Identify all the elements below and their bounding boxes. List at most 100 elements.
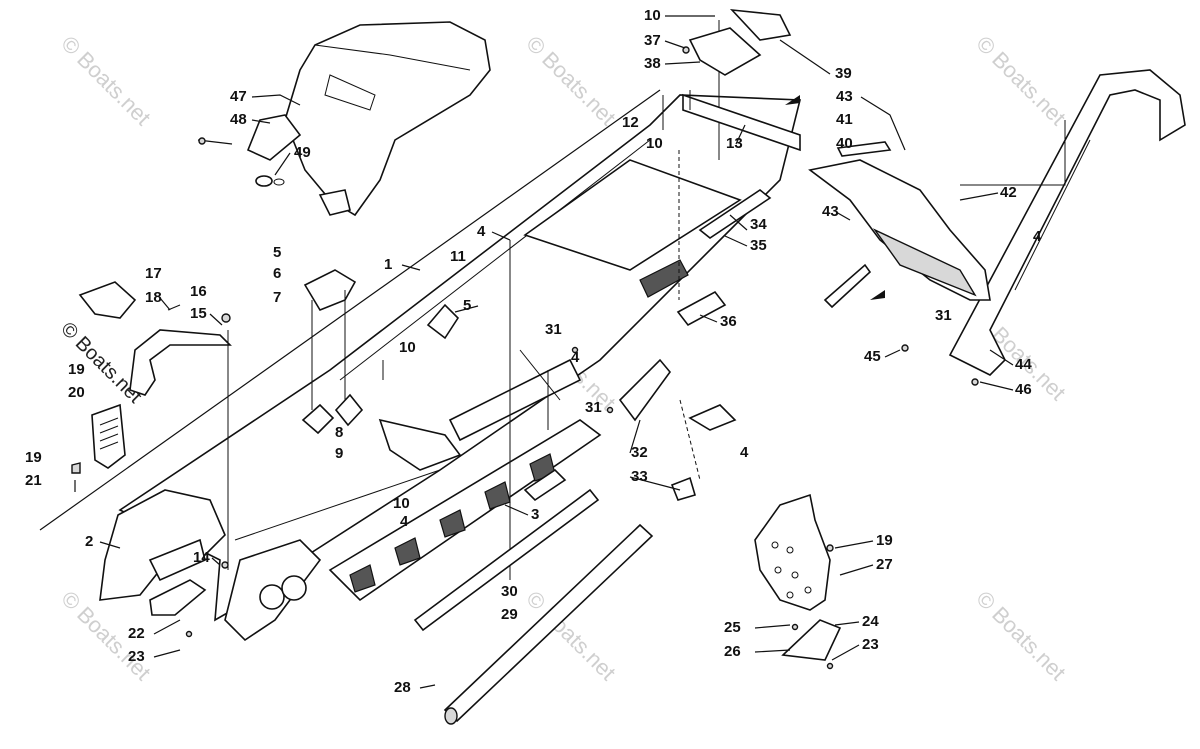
callout-6: 6 — [273, 265, 281, 282]
callout-27: 27 — [876, 556, 893, 573]
callout-7: 7 — [273, 289, 281, 306]
callout-16: 16 — [190, 283, 207, 300]
callout-44: 44 — [1015, 356, 1032, 373]
callout-19: 19 — [876, 532, 893, 549]
callout-4: 4 — [740, 444, 749, 461]
callout-48: 48 — [230, 111, 247, 128]
callout-24: 24 — [862, 613, 879, 630]
seat-washer-49 — [255, 175, 285, 187]
callout-22: 22 — [128, 625, 145, 642]
reference-line — [39, 89, 661, 531]
callout-9: 9 — [335, 445, 343, 462]
skid-plate-part-22 — [149, 579, 207, 616]
bracket-part-41 — [823, 263, 872, 309]
callout-5: 5 — [463, 297, 471, 314]
callout-28: 28 — [394, 679, 411, 696]
callout-11: 11 — [450, 248, 466, 265]
rail-part-29 — [413, 488, 600, 632]
callout-30: 30 — [501, 583, 518, 600]
callout-33: 33 — [631, 468, 648, 485]
tunnel-part — [118, 94, 802, 642]
callout-19: 19 — [25, 449, 42, 466]
callout-10: 10 — [644, 7, 661, 24]
callout-46: 46 — [1015, 381, 1032, 398]
callout-42: 42 — [1000, 184, 1017, 201]
callout-4: 4 — [1033, 228, 1042, 245]
fastener-19-21 — [71, 462, 81, 492]
side-panel-part-20 — [91, 403, 126, 469]
callout-12: 12 — [622, 114, 639, 131]
rear-bumper-part-44 — [948, 69, 1186, 376]
bracket-part-32 — [618, 358, 672, 422]
snowflap-part-42 — [808, 141, 991, 301]
callout-36: 36 — [720, 313, 737, 330]
callout-23: 23 — [128, 648, 145, 665]
callout-4: 4 — [571, 349, 580, 366]
watermark: © Boats.net — [521, 31, 620, 130]
direction-arrow-icon — [785, 95, 800, 105]
callout-35: 35 — [750, 237, 767, 254]
seat-bolt-48 — [197, 137, 233, 145]
callout-10: 10 — [393, 495, 410, 512]
callout-5: 5 — [273, 244, 281, 261]
callout-34: 34 — [750, 216, 767, 233]
callout-39: 39 — [835, 65, 852, 82]
direction-arrow-icon — [870, 290, 885, 300]
callout-43: 43 — [836, 88, 853, 105]
callout-31: 31 — [935, 307, 952, 324]
rod-part-28 — [443, 523, 654, 725]
callout-26: 26 — [724, 643, 741, 660]
reflector-part-34 — [698, 189, 772, 239]
bracket-part-2 — [99, 489, 226, 601]
callout-21: 21 — [25, 472, 42, 489]
callout-31: 31 — [545, 321, 562, 338]
callout-1: 1 — [384, 256, 392, 273]
callout-23: 23 — [862, 636, 879, 653]
callout-17: 17 — [145, 265, 162, 282]
callout-25: 25 — [724, 619, 741, 636]
callout-40: 40 — [836, 135, 853, 152]
footrest-part — [754, 493, 831, 611]
callout-45: 45 — [864, 348, 881, 365]
callout-41: 41 — [836, 111, 853, 128]
foot-pad-part-24 — [781, 619, 842, 661]
callout-layer: 1 2 3 4 4 4 4 4 5 5 6 7 8 9 10 10 10 10 … — [25, 7, 1042, 696]
callout-43: 43 — [822, 203, 839, 220]
mount-pad-5 — [426, 303, 460, 340]
callout-49: 49 — [294, 144, 311, 161]
callout-32: 32 — [631, 444, 648, 461]
callout-47: 47 — [230, 88, 247, 105]
callout-4: 4 — [477, 223, 486, 240]
bracket-part-17 — [78, 281, 137, 319]
callout-29: 29 — [501, 606, 518, 623]
callout-15: 15 — [190, 305, 207, 322]
mount-block-38 — [682, 8, 792, 76]
callout-8: 8 — [335, 424, 343, 441]
seat-part — [246, 21, 491, 217]
callout-3: 3 — [531, 506, 539, 523]
watermark: © Boats.net — [56, 31, 155, 130]
callout-10: 10 — [646, 135, 663, 152]
bracket-part-36 — [676, 290, 727, 327]
callout-38: 38 — [644, 55, 661, 72]
mount-bracket-7 — [303, 269, 357, 311]
callout-leaders — [99, 15, 1014, 689]
watermark: © Boats.net — [971, 31, 1070, 130]
callout-13: 13 — [726, 135, 743, 152]
callout-20: 20 — [68, 384, 85, 401]
callout-31: 31 — [585, 399, 602, 416]
callout-2: 2 — [85, 533, 93, 550]
callout-37: 37 — [644, 32, 661, 49]
chain-part-33 — [670, 399, 737, 501]
callout-14: 14 — [193, 549, 210, 566]
callout-19: 19 — [68, 361, 85, 378]
callout-18: 18 — [145, 289, 162, 306]
watermark: © Boats.net — [971, 586, 1070, 685]
bracket-part-3 — [523, 468, 567, 502]
callout-10: 10 — [399, 339, 416, 356]
handle-part-15 — [129, 304, 232, 396]
callout-4: 4 — [400, 513, 409, 530]
bracket-part-13 — [682, 90, 801, 152]
